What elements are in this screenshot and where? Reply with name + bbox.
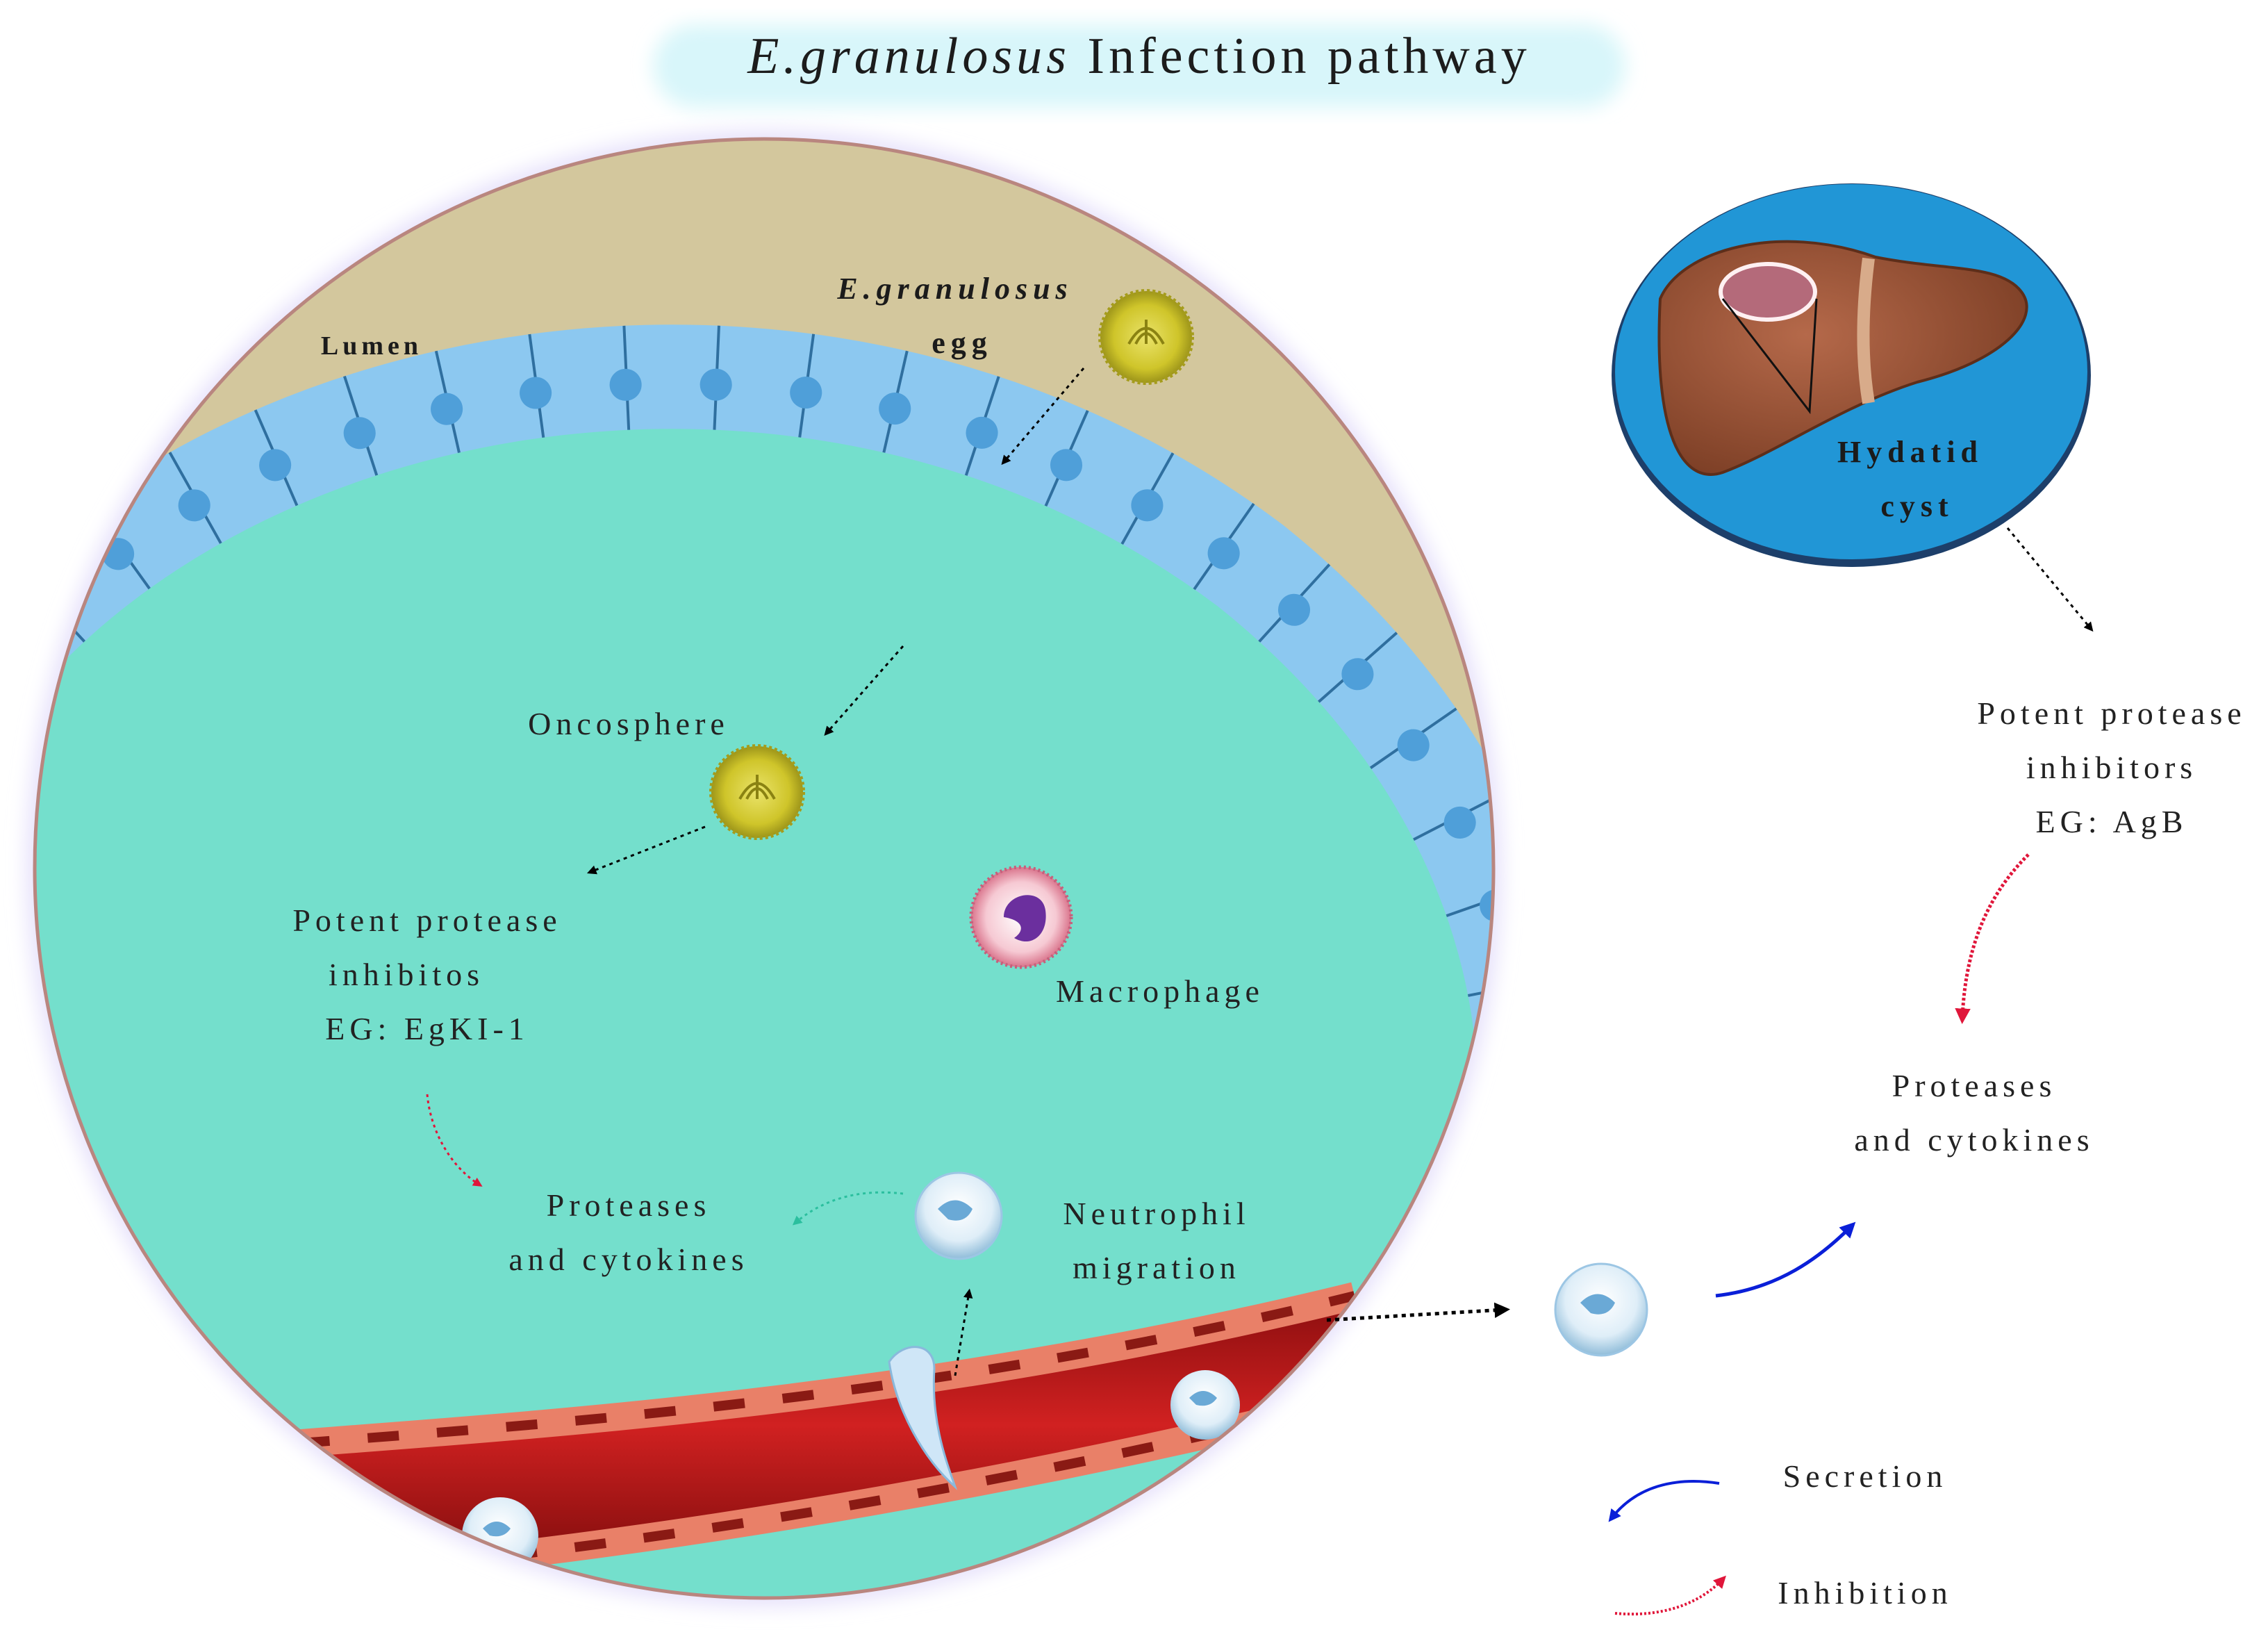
arrow-neutrophil-secretion (792, 1191, 904, 1226)
cyst-pointer-lines (1721, 298, 1818, 415)
legend-inhibition-label: Inhibition (1778, 1575, 1952, 1611)
legend-secretion-label: Secretion (1783, 1458, 1948, 1494)
macrophage-nucleus (1004, 895, 1046, 942)
egg-hooks (1127, 320, 1165, 345)
legend-inhibition-arrow (1614, 1575, 1726, 1616)
label-egg-species: E.granulosus (836, 272, 1073, 306)
vessel-wall-top-nuclei (229, 1291, 1356, 1453)
liver-ligament (1857, 257, 1875, 404)
title-rest: Infection pathway (1070, 28, 1531, 85)
label-egg: egg (932, 326, 993, 360)
title-group: E.granulosus Infection pathway (653, 24, 1625, 108)
label-inhibitors-liver-1: Potent protease (1977, 695, 2246, 731)
macrophage-cell (969, 865, 1073, 969)
intestine-zoom-circle (26, 131, 1502, 1606)
label-hydatid: Hydatid (1837, 435, 1983, 469)
oncosphere-hooks (738, 775, 776, 800)
diagram-title: E.granulosus Infection pathway (747, 28, 1530, 85)
arrow-cyst-to-inhibitors (2006, 527, 2094, 632)
tissue-neutrophil (914, 1171, 1003, 1260)
label-neutrophil-2: migration (1073, 1250, 1241, 1285)
label-oncosphere: Oncosphere (528, 706, 729, 741)
egg-parasite (1098, 289, 1194, 385)
label-inhibitors-gut-3: EG: EgKI-1 (325, 1011, 529, 1046)
title-species: E.granulosus (747, 28, 1070, 85)
title-glow (653, 24, 1625, 108)
arrow-inhibition-liver (1955, 853, 2030, 1024)
labels: Lumen E.granulosus egg Oncosphere Potent… (292, 272, 2246, 1285)
label-inhibitors-gut-1: Potent protease (292, 903, 561, 938)
label-proteases-gut-1: Proteases (547, 1187, 711, 1223)
label-cyst: cyst (1880, 489, 1953, 523)
oncosphere-parasite (709, 744, 805, 840)
circle-outline (33, 137, 1496, 1600)
label-proteases-gut-2: and cytokines (508, 1242, 748, 1277)
label-inhibitors-liver-3: EG: AgB (2036, 804, 2188, 839)
label-neutrophil-1: Neutrophil (1063, 1196, 1250, 1231)
arrow-egg-to-epithelium (1001, 368, 1085, 466)
arrow-oncosphere-to-inhibitors (586, 825, 706, 875)
epithelial-layer (35, 324, 1493, 1057)
vessel-neutrophil-2 (1170, 1370, 1240, 1440)
arrows (426, 368, 2094, 1376)
hydatid-cyst-lesion (1719, 262, 1817, 322)
migrating-neutrophil (888, 1346, 958, 1490)
label-inhibitors-gut-2: inhibitos (329, 957, 484, 992)
label-proteases-liver-2: and cytokines (1854, 1122, 2094, 1158)
arrow-inhibition-gut (426, 1094, 483, 1187)
arrow-neutrophil-secretion-liver (1715, 1221, 1856, 1298)
liver-inset (1612, 183, 2091, 567)
released-neutrophil (1554, 1262, 1648, 1357)
legend: Secretion Inhibition (1608, 1458, 1952, 1616)
label-proteases-liver-1: Proteases (1892, 1068, 2057, 1103)
label-macrophage: Macrophage (1056, 973, 1264, 1009)
vessel-wall-bottom-nuclei (229, 1395, 1356, 1586)
label-lumen: Lumen (321, 331, 422, 361)
arrow-neutrophil-migration (954, 1288, 973, 1376)
label-inhibitors-liver-2: inhibitors (2026, 750, 2197, 785)
legend-secretion-arrow (1608, 1480, 1720, 1522)
